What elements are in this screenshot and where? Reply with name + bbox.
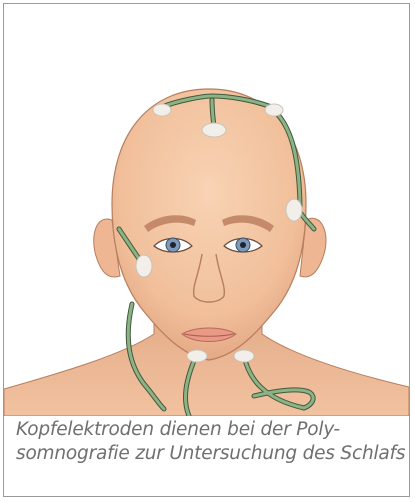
electrode-top-right — [265, 104, 283, 116]
figure-caption: Kopfelektroden dienen bei der Poly- somn… — [16, 418, 406, 466]
electrode-right-temple — [286, 199, 302, 221]
electrode-top-left — [153, 104, 171, 116]
electrode-chin-left — [187, 350, 207, 362]
figure-frame: Kopfelektroden dienen bei der Poly- somn… — [3, 3, 410, 497]
caption-line-1: Kopfelektroden dienen bei der Poly- — [16, 418, 406, 442]
head-illustration — [4, 4, 409, 416]
electrode-left-temple — [136, 255, 152, 277]
electrode-chin-right — [234, 350, 254, 362]
electrode-top — [202, 123, 226, 137]
caption-line-2: somnografie zur Untersuchung des Schlafs — [16, 442, 406, 466]
